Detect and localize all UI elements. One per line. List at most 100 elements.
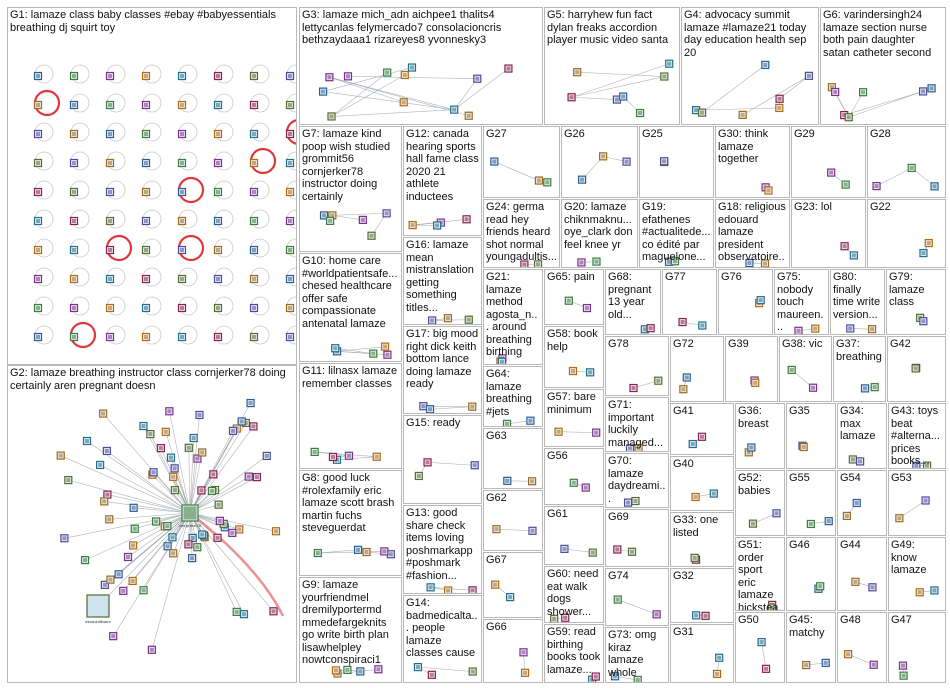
cluster-panel-g60: G60: need eat walk dogs shower...	[544, 566, 604, 623]
cluster-panel-g43: G43: toys beat #alterna... prices books.…	[888, 403, 946, 469]
cluster-panel-g11: G11: lilnasx lamaze remember classes	[299, 363, 402, 469]
cluster-label-g8: G8: good luck #rolexfamily eric lamaze s…	[302, 472, 398, 534]
vertex-image	[863, 386, 868, 391]
vertex-image	[777, 105, 782, 110]
cluster-panel-g74: G74	[605, 568, 669, 626]
vertex-image	[149, 647, 154, 652]
vertex-image	[252, 190, 256, 194]
vertex-image	[631, 386, 636, 391]
edge	[110, 512, 191, 580]
vertex-image	[199, 488, 204, 493]
cluster-panel-g61: G61	[544, 506, 604, 565]
edge	[189, 476, 258, 514]
cluster-graph-g22	[919, 238, 933, 258]
vertex-image	[897, 516, 902, 521]
vertex-image	[382, 549, 387, 554]
vertex-image	[288, 306, 292, 310]
vertex-image	[521, 650, 526, 655]
vertex-image	[758, 298, 763, 303]
cluster-panel-g1: G1: lamaze class baby classes #ebay #bab…	[7, 7, 297, 365]
vertex-image	[321, 89, 326, 94]
vertex-image	[929, 86, 934, 91]
vertex-image	[552, 616, 557, 621]
edge	[427, 462, 475, 466]
vertex-image	[494, 527, 499, 532]
vertex-image	[72, 132, 76, 136]
vertex-image	[811, 385, 816, 390]
vertex-image	[506, 66, 511, 71]
cluster-label-g35: G35	[789, 405, 810, 417]
edge	[331, 74, 405, 117]
vertex-image	[288, 161, 292, 165]
vertex-image	[699, 434, 704, 439]
vertex-image	[72, 248, 76, 252]
cluster-graph-g20	[577, 257, 601, 267]
vertex-image	[371, 351, 376, 356]
vertex-image	[584, 306, 589, 311]
vertex-image	[615, 547, 620, 552]
cluster-panel-g16: G16: lamaze mean mistranslation getting …	[403, 237, 482, 325]
vertex-image	[530, 528, 535, 533]
cluster-panel-g25: G25	[639, 126, 714, 198]
cluster-graph-g73	[610, 672, 642, 682]
cluster-panel-g54: G54	[837, 470, 887, 536]
vertex-image	[921, 89, 926, 94]
vertex-image	[186, 445, 191, 450]
edge	[189, 512, 274, 612]
vertex-image	[83, 558, 88, 563]
vertex-image	[571, 480, 576, 485]
cluster-panel-g51: G51: order sport eric lamaze hickstea...	[735, 537, 785, 611]
vertex-image	[694, 613, 699, 618]
vertex-image	[917, 590, 922, 595]
cluster-panel-g72: G72	[670, 336, 724, 402]
vertex-image	[536, 178, 541, 183]
vertex-image	[636, 445, 641, 450]
edge	[189, 414, 200, 514]
vertex-image	[492, 159, 497, 164]
vertex-image	[690, 442, 695, 447]
vertex-image	[180, 161, 184, 165]
cluster-label-g39: G39	[728, 338, 749, 350]
cluster-label-g3: G3: lamaze mich_adn aichpee1 thalits4 le…	[302, 9, 505, 46]
vertex-image	[102, 582, 107, 587]
cluster-graph-g78	[629, 376, 663, 393]
cluster-panel-g46: G46	[786, 537, 836, 611]
vertex-image	[108, 219, 112, 223]
vertex-image	[252, 161, 256, 165]
edge	[496, 528, 533, 532]
vertex-image	[374, 454, 379, 459]
cluster-label-g9: G9: lamaze yourfriendmel dremilyportermd…	[302, 579, 392, 666]
vertex-image	[216, 502, 221, 507]
vertex-image	[180, 74, 184, 78]
cluster-graph-g70	[623, 496, 640, 507]
vertex-image	[642, 327, 647, 332]
edge	[133, 507, 191, 514]
vertex-image	[874, 184, 879, 189]
vertex-image	[499, 359, 504, 364]
cluster-label-g46: G46	[789, 539, 810, 551]
cluster-graph-g37	[860, 383, 879, 393]
cluster-graph-g46	[814, 582, 825, 593]
vertex-image	[763, 261, 768, 266]
edge	[107, 494, 191, 514]
vertex-image	[102, 499, 107, 504]
vertex-image	[72, 277, 76, 281]
vertex-image	[191, 436, 196, 441]
cluster-panel-g55: G55	[786, 470, 836, 536]
vertex-image	[921, 319, 926, 324]
vertex-image	[445, 316, 450, 321]
cluster-graph-g29	[827, 168, 850, 189]
edge	[332, 215, 363, 221]
cluster-graph-g32	[692, 611, 710, 620]
edge	[106, 450, 191, 514]
vertex-image	[288, 132, 292, 136]
vertex-image	[621, 94, 626, 99]
vertex-image	[180, 219, 184, 223]
cluster-graph-g1	[33, 64, 296, 349]
vertex-image	[230, 530, 235, 535]
vertex-image	[844, 513, 849, 518]
vertex-image	[171, 474, 176, 479]
cluster-panel-g77: G77	[662, 269, 717, 335]
cluster-label-g26: G26	[564, 128, 585, 140]
cluster-label-g17: G17: big mood right dick keith bottom la…	[406, 328, 482, 390]
